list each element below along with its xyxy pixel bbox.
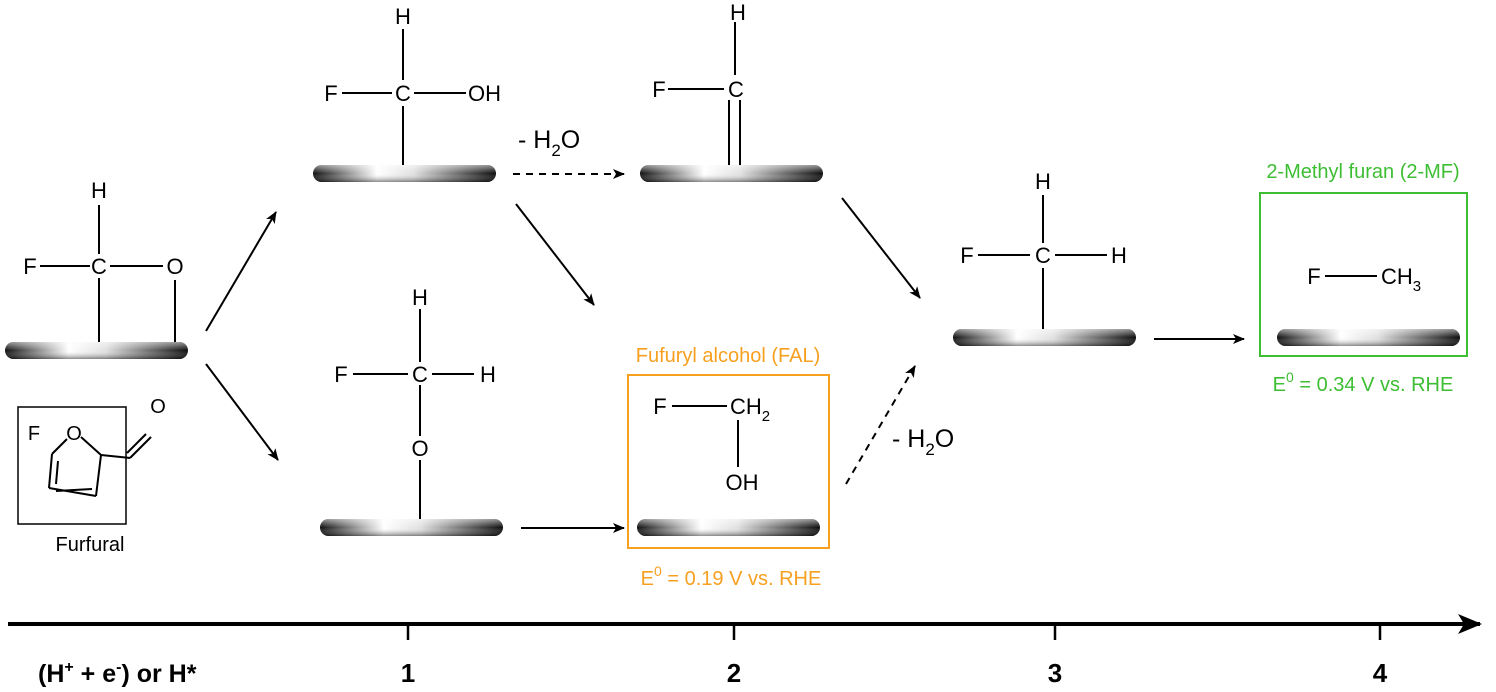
water-loss-prefix: - H bbox=[518, 126, 551, 154]
arrow-2-top-to-3 bbox=[841, 197, 921, 299]
mf-potential-sup: 0 bbox=[1286, 369, 1294, 385]
furfural-f: F bbox=[28, 423, 40, 445]
atom-oh: OH bbox=[468, 81, 501, 106]
arrow-start-to-1-bottom bbox=[205, 363, 279, 461]
atom-h: H bbox=[1035, 169, 1051, 194]
mf-potential-value: = 0.34 V vs. RHE bbox=[1294, 374, 1454, 396]
atom-f: F bbox=[653, 394, 666, 419]
atom-h: H bbox=[1111, 243, 1127, 268]
axis-start-plus: + bbox=[64, 659, 73, 676]
water-loss-label-bottom: - H2O bbox=[892, 425, 954, 459]
atom-h: H bbox=[730, 0, 746, 25]
atom-c: C bbox=[412, 362, 428, 387]
mf-product: 2-Methyl furan (2-MF) F CH3 E0 = 0.34 V … bbox=[1259, 161, 1468, 396]
fal-label: Fufuryl alcohol (FAL) bbox=[636, 345, 821, 367]
fal-box bbox=[627, 374, 830, 549]
fal-potential: E0 = 0.19 V vs. RHE bbox=[641, 563, 822, 590]
structure-2-top bbox=[668, 22, 741, 165]
structure-3 bbox=[978, 195, 1107, 329]
fal-ch2: CH2 bbox=[730, 394, 770, 425]
atom-h: H bbox=[480, 362, 496, 387]
arrow-fal-to-3 bbox=[845, 365, 916, 485]
atom-c: C bbox=[395, 81, 411, 106]
atom-f: F bbox=[334, 362, 347, 387]
axis-step-4: 4 bbox=[1373, 658, 1388, 688]
atom-c: C bbox=[1035, 243, 1051, 268]
structure-1-bottom bbox=[353, 309, 474, 519]
furfural-aldehyde-o: O bbox=[150, 396, 166, 418]
surface-1-top bbox=[313, 165, 496, 182]
atom-h: H bbox=[395, 4, 411, 29]
axis-start-c: ) or H* bbox=[121, 660, 196, 688]
atom-f: F bbox=[652, 77, 665, 102]
subscript-2: 2 bbox=[762, 408, 770, 425]
arrow-1-top-to-fal bbox=[515, 203, 595, 306]
surface-4 bbox=[1277, 329, 1460, 346]
fal-potential-e: E bbox=[641, 568, 654, 590]
surface-3 bbox=[953, 329, 1136, 346]
axis-start-minus: - bbox=[116, 659, 121, 676]
atom-h: H bbox=[91, 178, 107, 203]
furfural-label: Furfural bbox=[56, 534, 125, 556]
atom-f: F bbox=[324, 81, 337, 106]
mf-potential-e: E bbox=[1273, 374, 1286, 396]
water-loss-label-top: - H2O bbox=[518, 126, 580, 160]
water-loss-sub: 2 bbox=[925, 440, 934, 459]
axis-start-label: (H+ + e-) or H* bbox=[38, 659, 197, 688]
step-axis: (H+ + e-) or H* 1 2 3 4 bbox=[8, 614, 1482, 688]
atom-o: O bbox=[411, 436, 428, 461]
catalyst-surfaces bbox=[5, 165, 1460, 536]
axis-start-a: (H bbox=[38, 660, 64, 688]
axis-step-3: 3 bbox=[1048, 658, 1062, 688]
water-loss-suffix: O bbox=[935, 425, 954, 453]
water-loss-prefix: - H bbox=[892, 425, 925, 453]
mf-ch3: CH3 bbox=[1381, 264, 1421, 295]
structure-1-top bbox=[342, 29, 466, 165]
atom-o: O bbox=[166, 254, 183, 279]
furfural-molecule: F O O Furfural bbox=[17, 396, 166, 556]
fal-product: Fufuryl alcohol (FAL) F CH2 OH E0 = 0.19… bbox=[627, 345, 830, 590]
surface-1-bottom bbox=[320, 519, 503, 536]
atom-f: F bbox=[23, 254, 36, 279]
atom-ch: CH bbox=[730, 394, 762, 419]
surface-start bbox=[5, 342, 188, 359]
furfural-ring-o: O bbox=[66, 423, 82, 445]
fal-potential-value: = 0.19 V vs. RHE bbox=[662, 568, 822, 590]
atom-f: F bbox=[1307, 264, 1320, 289]
fal-potential-sup: 0 bbox=[654, 563, 662, 579]
water-loss-sub: 2 bbox=[551, 141, 560, 160]
surface-2-bottom bbox=[637, 519, 820, 536]
axis-step-1: 1 bbox=[401, 658, 415, 688]
subscript-3: 3 bbox=[1413, 278, 1421, 295]
atom-f: F bbox=[960, 243, 973, 268]
atom-ch: CH bbox=[1381, 264, 1413, 289]
arrow-start-to-1-top bbox=[205, 211, 277, 332]
atom-h: H bbox=[412, 285, 428, 310]
atom-oh: OH bbox=[726, 470, 759, 495]
atom-c: C bbox=[91, 254, 107, 279]
atom-c: C bbox=[728, 77, 744, 102]
reaction-arrows bbox=[205, 169, 1245, 533]
axis-start-b: + e bbox=[74, 660, 116, 688]
axis-step-2: 2 bbox=[727, 658, 741, 688]
mf-box bbox=[1259, 192, 1468, 357]
structure-start bbox=[40, 205, 176, 342]
water-loss-suffix: O bbox=[561, 126, 580, 154]
mf-potential: E0 = 0.34 V vs. RHE bbox=[1273, 369, 1454, 396]
mf-label: 2-Methyl furan (2-MF) bbox=[1266, 161, 1459, 183]
surface-2-top bbox=[640, 165, 823, 182]
